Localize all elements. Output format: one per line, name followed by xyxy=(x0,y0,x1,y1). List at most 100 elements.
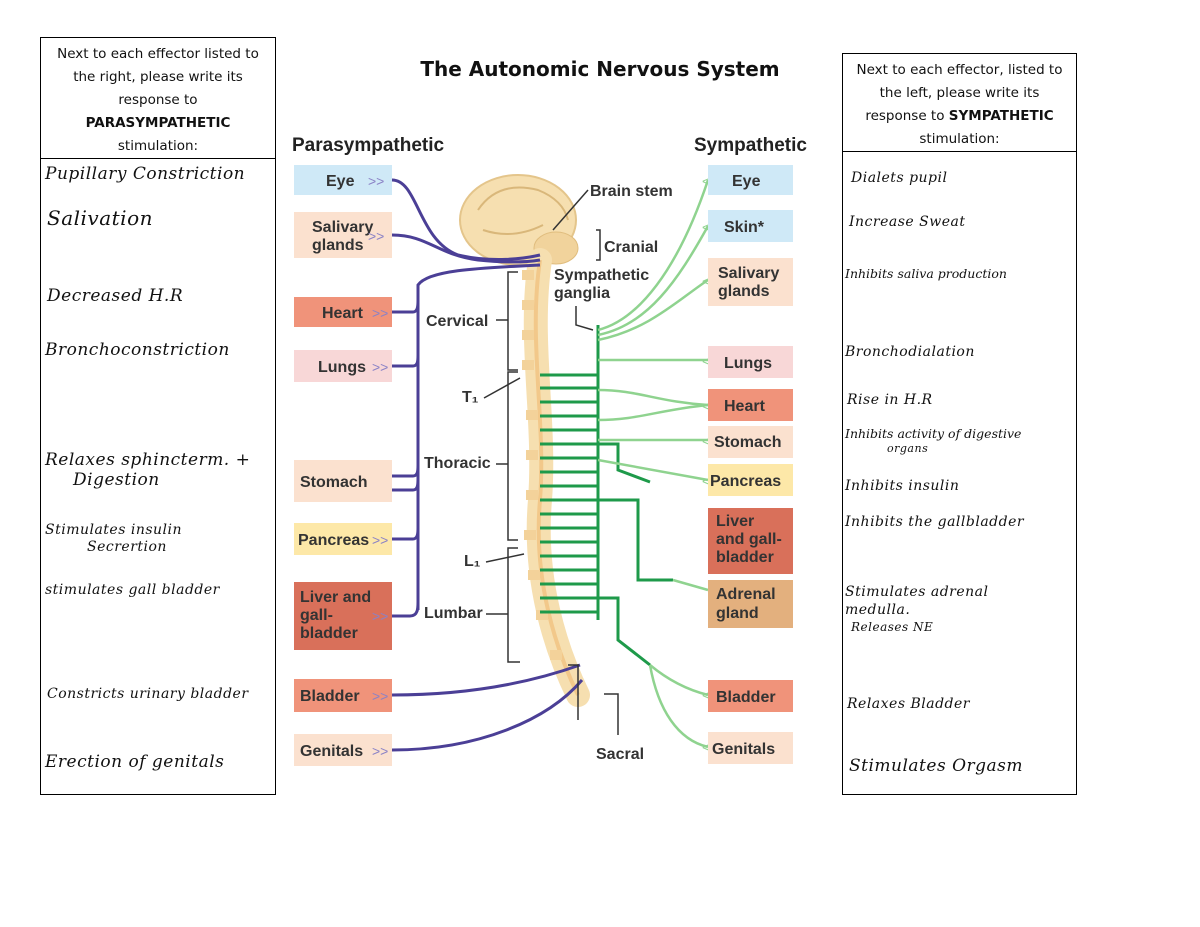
symp-eye-box xyxy=(708,165,793,195)
para-heart-box xyxy=(294,297,392,327)
symp-salivary-box xyxy=(708,258,793,306)
symp-pancreas-box xyxy=(708,464,793,496)
svg-text:>>: >> xyxy=(372,688,388,704)
thoracic-label: Thoracic xyxy=(424,455,491,472)
symp-adrenal-box xyxy=(708,580,793,628)
answer-bladder: Relaxes Bladder xyxy=(847,696,970,712)
symp-eye-label: Eye xyxy=(732,173,761,190)
symp-bladder-box xyxy=(708,680,793,712)
para-eye-label: Eye xyxy=(326,173,355,190)
symp-adrenal-label: Adrenal xyxy=(716,586,776,603)
sympathetic-ganglia-label-2: ganglia xyxy=(554,285,610,302)
answer-salivary: Salivation xyxy=(47,206,153,230)
para-effector-boxes: Eye Salivary glands Heart Lungs Stomach … xyxy=(294,165,392,766)
symp-liver-label: Liver xyxy=(716,513,754,530)
answer-adrenal-2: medulla. xyxy=(845,602,911,618)
para-pancreas-label: Pancreas xyxy=(298,532,369,549)
symp-salivary-label-2: glands xyxy=(718,283,770,300)
svg-text:>>: >> xyxy=(372,305,388,321)
para-heart-label: Heart xyxy=(322,305,364,322)
page-title: The Autonomic Nervous System xyxy=(420,57,780,81)
para-bladder-label: Bladder xyxy=(300,688,360,705)
answer-bladder: Constricts urinary bladder xyxy=(47,686,249,702)
answer-genitals: Stimulates Orgasm xyxy=(849,756,1024,776)
svg-text:<: < xyxy=(702,433,710,449)
svg-text:>>: >> xyxy=(372,532,388,548)
symp-bladder-label: Bladder xyxy=(716,689,776,706)
svg-text:>>: >> xyxy=(368,228,384,244)
answer-adrenal-3: Releases NE xyxy=(851,620,934,634)
symp-stomach-box xyxy=(708,426,793,458)
para-stomach-box xyxy=(294,460,392,502)
svg-text:<: < xyxy=(702,398,710,414)
answer-pancreas-2: Secrertion xyxy=(87,539,167,555)
answer-lungs: Bronchoconstriction xyxy=(45,340,230,360)
answer-liver: Inhibits the gallbladder xyxy=(845,514,1025,530)
lumbar-label: Lumbar xyxy=(424,605,483,622)
instruction-emphasis: SYMPATHETIC xyxy=(948,108,1054,124)
para-genitals-label: Genitals xyxy=(300,743,363,760)
svg-text:>>: >> xyxy=(372,359,388,375)
answer-eye: Pupillary Constriction xyxy=(45,164,246,184)
cranial-label: Cranial xyxy=(604,239,658,256)
para-salivary-label-2: glands xyxy=(312,237,364,254)
sympathetic-instructions: Next to each effector, listed to the lef… xyxy=(843,54,1076,151)
para-bladder-box xyxy=(294,679,392,712)
svg-text:<: < xyxy=(702,687,710,703)
sacral-label: Sacral xyxy=(596,746,644,763)
svg-text:<: < xyxy=(702,739,710,755)
symp-skin-label: Skin* xyxy=(724,219,765,236)
instruction-emphasis: PARASYMPATHETIC xyxy=(85,115,231,131)
sympathetic-answer-panel: Next to each effector, listed to the lef… xyxy=(842,53,1077,795)
instruction-line: Next to each effector listed to xyxy=(57,46,259,62)
parasympathetic-instructions: Next to each effector listed to the righ… xyxy=(41,38,275,158)
para-heading: Parasympathetic xyxy=(292,135,445,156)
para-pathways: >> >> >> >> >> >> >> >> xyxy=(368,173,584,759)
symp-liver-label-2: and gall- xyxy=(716,531,782,548)
answer-lungs: Bronchodialation xyxy=(845,344,975,360)
symp-heart-box xyxy=(708,389,793,421)
para-eye-box xyxy=(294,165,392,195)
para-liver-label-3: bladder xyxy=(300,625,358,642)
sympathetic-ganglia-label: Sympathetic xyxy=(554,267,649,284)
para-liver-box xyxy=(294,582,392,650)
para-genitals-box xyxy=(294,734,392,766)
answer-stomach-2: organs xyxy=(887,442,929,455)
brain-stem-label: Brain stem xyxy=(590,183,673,200)
segment-labels: Brain stem Cranial Sympathetic ganglia C… xyxy=(424,183,673,763)
svg-text:<: < xyxy=(702,353,710,369)
cervical-label: Cervical xyxy=(426,313,488,330)
svg-text:<: < xyxy=(702,473,710,489)
instruction-line: the left, please write its xyxy=(879,85,1040,101)
symp-effector-boxes: Eye Skin* Salivary glands Lungs Heart St… xyxy=(708,165,793,764)
answer-salivary: Inhibits saliva production xyxy=(845,266,1007,281)
symp-salivary-label: Salivary xyxy=(718,265,779,282)
svg-text:<: < xyxy=(702,273,710,289)
instruction-line: the right, please write its xyxy=(73,69,243,85)
answer-stomach-2: Digestion xyxy=(73,470,160,490)
instruction-line: response to xyxy=(118,92,198,108)
answer-heart: Decreased H.R xyxy=(47,286,184,306)
instruction-line: response to xyxy=(865,108,945,124)
svg-text:>>: >> xyxy=(372,608,388,624)
panel-divider xyxy=(41,158,275,159)
para-stomach-label: Stomach xyxy=(300,474,368,491)
answer-pancreas: Stimulates insulin xyxy=(45,522,183,538)
spinal-column xyxy=(522,248,590,707)
ans-diagram: Parasympathetic Sympathetic Eye Salivary… xyxy=(292,135,807,766)
symp-liver-label-3: bladder xyxy=(716,549,774,566)
symp-adrenal-label-2: gland xyxy=(716,605,759,622)
symp-lungs-label: Lungs xyxy=(724,355,772,372)
para-lungs-box xyxy=(294,350,392,382)
symp-stomach-label: Stomach xyxy=(714,434,782,451)
panel-divider xyxy=(843,151,1076,152)
answer-pancreas: Inhibits insulin xyxy=(845,478,960,494)
answer-stomach: Inhibits activity of digestive xyxy=(845,426,1022,441)
symp-pancreas-label: Pancreas xyxy=(710,473,781,490)
svg-text:>>: >> xyxy=(372,743,388,759)
symp-genitals-label: Genitals xyxy=(712,741,775,758)
symp-liver-box xyxy=(708,508,793,574)
svg-text:<: < xyxy=(702,173,710,189)
para-pancreas-box xyxy=(294,523,392,555)
svg-text:>>: >> xyxy=(368,173,384,189)
